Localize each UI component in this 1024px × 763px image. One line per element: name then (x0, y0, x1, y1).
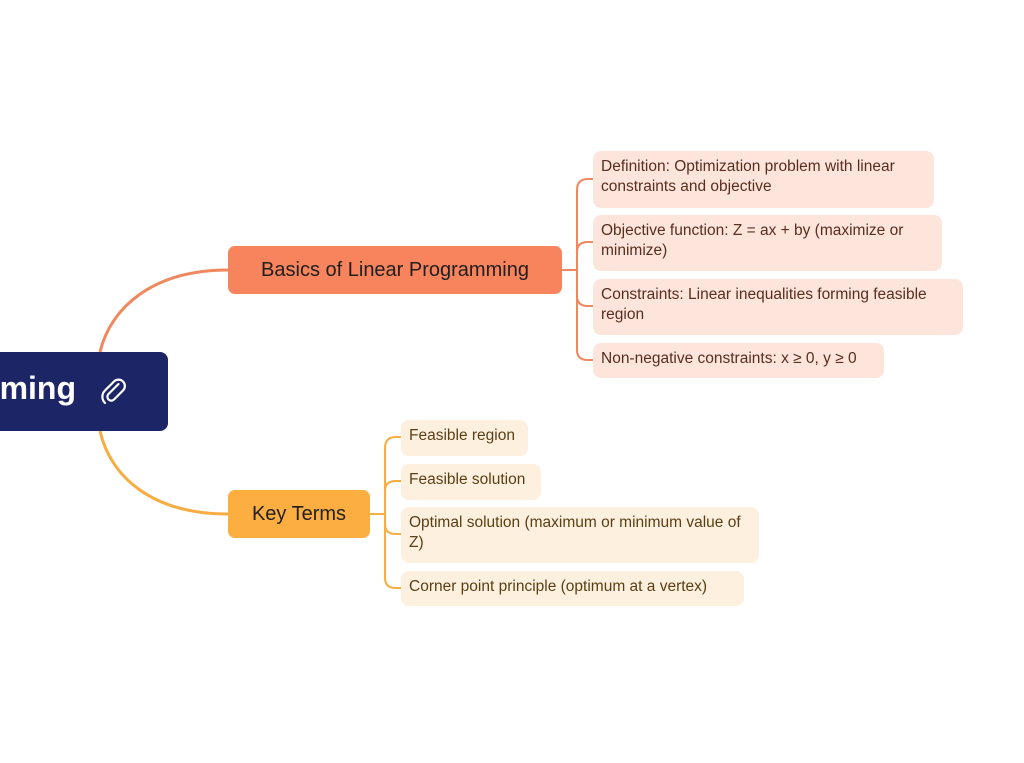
connectors-basics (562, 178, 594, 361)
leaf-non-negative-constraints[interactable]: Non-negative constraints: x ≥ 0, y ≥ 0 (593, 343, 884, 378)
leaf-label: Constraints: Linear inequalities forming… (601, 286, 927, 323)
leaf-label: Feasible solution (409, 471, 526, 488)
leaf-feasible-solution[interactable]: Feasible solution (401, 464, 541, 500)
leaf-label: Definition: Optimization problem with li… (601, 158, 895, 195)
branch-key-terms[interactable]: Key Terms (228, 490, 370, 538)
connector-root-basics (98, 268, 229, 353)
leaf-objective-function[interactable]: Objective function: Z = ax + by (maximiz… (593, 215, 942, 271)
root-node[interactable]: ming (0, 352, 168, 431)
leaf-label: Feasible region (409, 427, 515, 444)
connector-root-keyterms (98, 430, 229, 516)
paperclip-icon[interactable] (98, 376, 130, 408)
branch-basics-of-linear-programming[interactable]: Basics of Linear Programming (228, 246, 562, 294)
branch-label: Key Terms (251, 502, 347, 525)
leaf-optimal-solution[interactable]: Optimal solution (maximum or minimum val… (401, 507, 759, 563)
leaf-label: Objective function: Z = ax + by (maximiz… (601, 222, 904, 259)
leaf-label: Corner point principle (optimum at a ver… (409, 578, 708, 595)
leaf-corner-point-principle[interactable]: Corner point principle (optimum at a ver… (401, 571, 744, 606)
leaf-constraints[interactable]: Constraints: Linear inequalities forming… (593, 279, 963, 335)
connectors-keyterms (370, 436, 402, 589)
leaf-definition[interactable]: Definition: Optimization problem with li… (593, 151, 934, 208)
leaf-label: Non-negative constraints: x ≥ 0, y ≥ 0 (601, 350, 857, 367)
leaf-feasible-region[interactable]: Feasible region (401, 420, 528, 456)
branch-label: Basics of Linear Programming (261, 258, 529, 281)
leaf-label: Optimal solution (maximum or minimum val… (409, 514, 741, 551)
root-label: ming (0, 370, 76, 406)
